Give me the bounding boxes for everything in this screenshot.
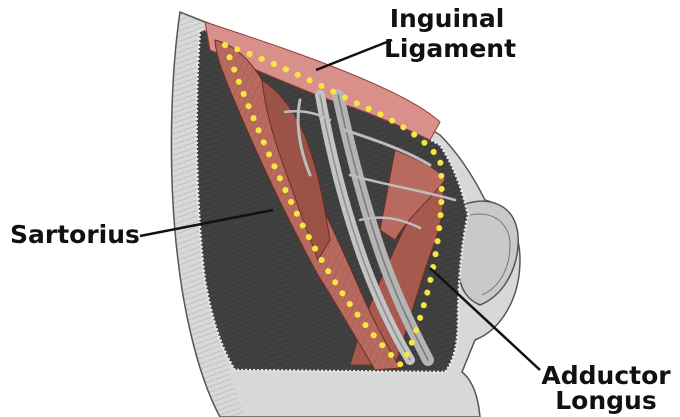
adductor-label-line-2: Longus [555, 386, 657, 415]
right-thigh-bulge [457, 200, 519, 306]
femoral-triangle-outline [222, 42, 445, 369]
sartorius-leader-line [139, 208, 274, 238]
adductor-longus-label: Adductor Longus [541, 363, 671, 413]
inguinal-ligament-label: Inguinal Ligament [384, 4, 517, 64]
adductor-longus-leader-line [429, 267, 541, 371]
iliopsoas-muscle [261, 79, 331, 262]
sartorius-label-text: Sartorius [10, 220, 140, 249]
inguinal-label-line-2: Ligament [384, 34, 517, 63]
inguinal-ligament [204, 21, 441, 141]
sartorius-label: Sartorius [10, 220, 140, 250]
inguinal-label-line-1: Inguinal [389, 4, 505, 33]
thigh-skin-shading [171, 12, 245, 417]
pectineus-muscle [379, 149, 446, 241]
right-thigh-bulge-shading [469, 213, 511, 296]
adductor-label-line-1: Adductor [541, 361, 671, 390]
inguinal-ligament-leader-line [315, 38, 393, 72]
